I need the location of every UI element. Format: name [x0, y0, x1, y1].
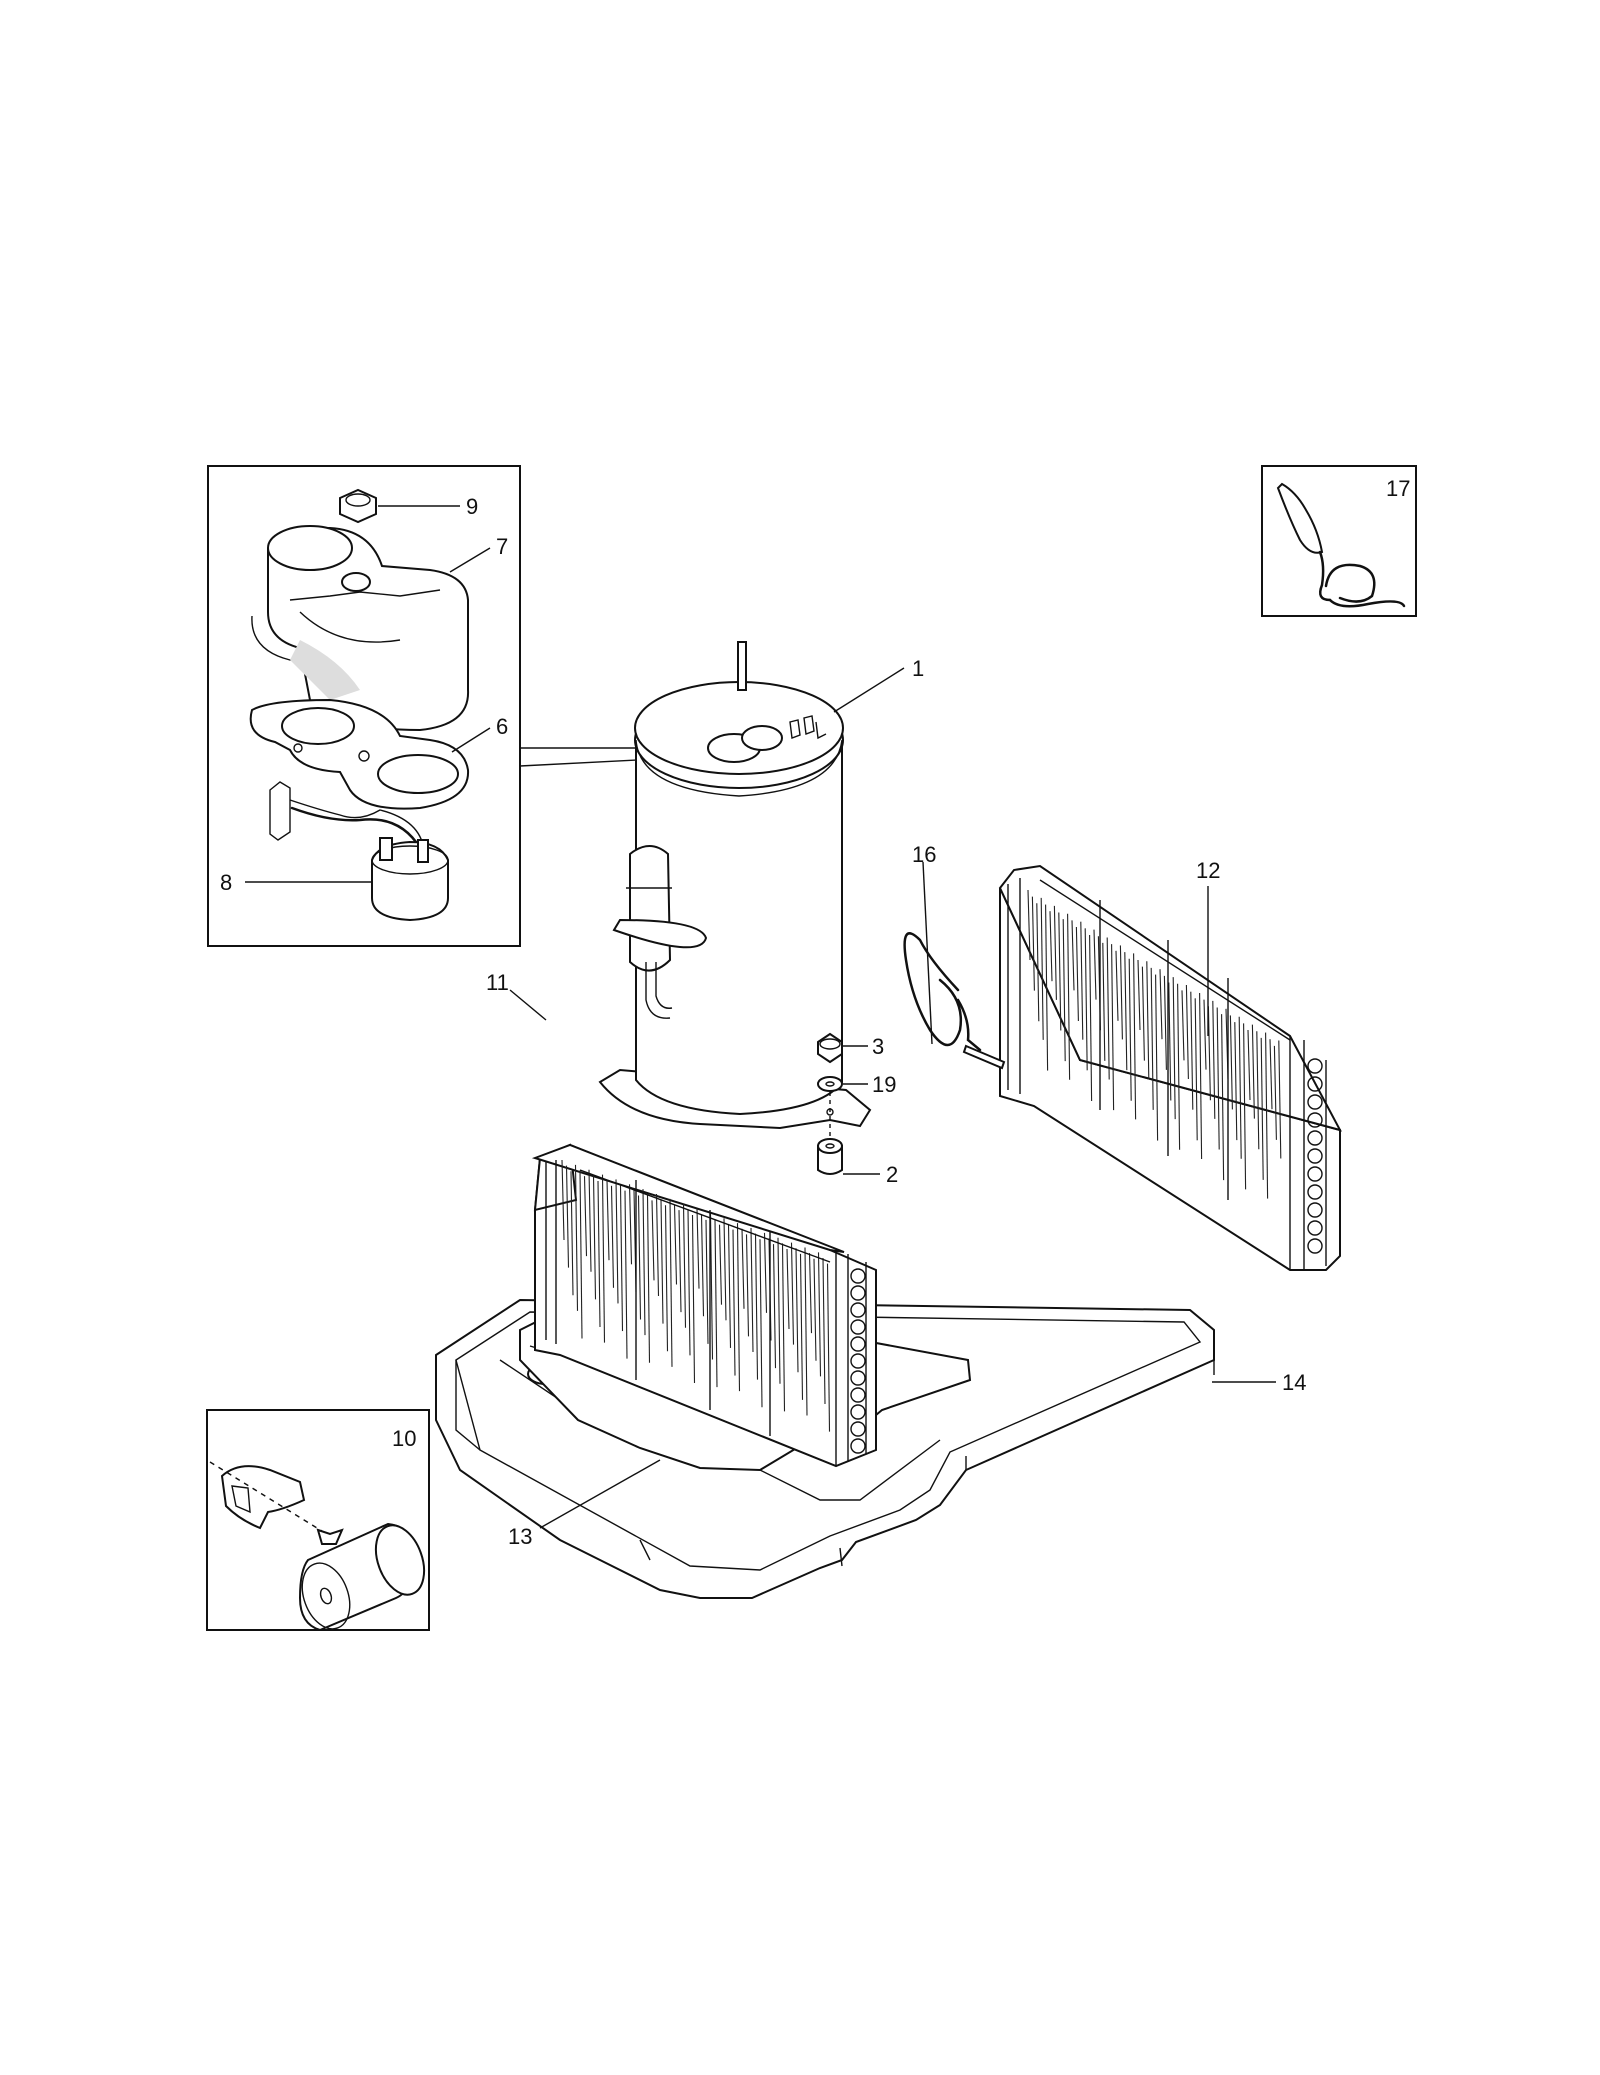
grommet-part: [817, 1138, 843, 1175]
compressor-part: [598, 641, 872, 1146]
callout-8: 8: [220, 870, 232, 895]
callout-13: 13: [508, 1524, 532, 1549]
coil-return-bends: [850, 1268, 866, 1454]
callout-16: 16: [912, 842, 936, 867]
terminal-cover-part: [251, 525, 470, 732]
overload-protector-part: [269, 781, 449, 922]
callout-leaders: [509, 667, 1276, 1529]
inset-thermistor: [1261, 465, 1417, 617]
callout-labels: 1 2 3 6 7 8 9 10 11 12 13 14 16 17 19: [220, 476, 1410, 1549]
callout-9: 9: [466, 494, 478, 519]
callout-3: 3: [872, 1034, 884, 1059]
callout-1: 1: [912, 656, 924, 681]
callout-10: 10: [392, 1426, 416, 1451]
condenser-coil-part: [531, 1143, 877, 1468]
inset-overload-assembly: [207, 465, 521, 947]
nut-part: [339, 488, 377, 524]
callout-11: 11: [486, 970, 509, 995]
accumulator-part: [612, 845, 708, 1019]
callout-6: 6: [496, 714, 508, 739]
callout-19: 19: [872, 1072, 896, 1097]
mount-nut-part: [817, 1032, 843, 1064]
sensor-wire-part: [903, 932, 1006, 1070]
coil-fins: [561, 1159, 831, 1432]
capacitor-part: [298, 1522, 426, 1632]
gasket-part: [249, 698, 470, 810]
mount-washer-part: [817, 1076, 843, 1092]
inset-capacitor: [206, 1409, 430, 1632]
callout-2: 2: [886, 1162, 898, 1187]
callout-14: 14: [1282, 1370, 1306, 1395]
callout-12: 12: [1196, 858, 1220, 883]
coil-return-bends: [1307, 1058, 1323, 1254]
evaporator-coil-part: [998, 864, 1342, 1271]
coil-fins: [1027, 889, 1282, 1199]
callout-7: 7: [496, 534, 508, 559]
callout-17: 17: [1386, 476, 1410, 501]
